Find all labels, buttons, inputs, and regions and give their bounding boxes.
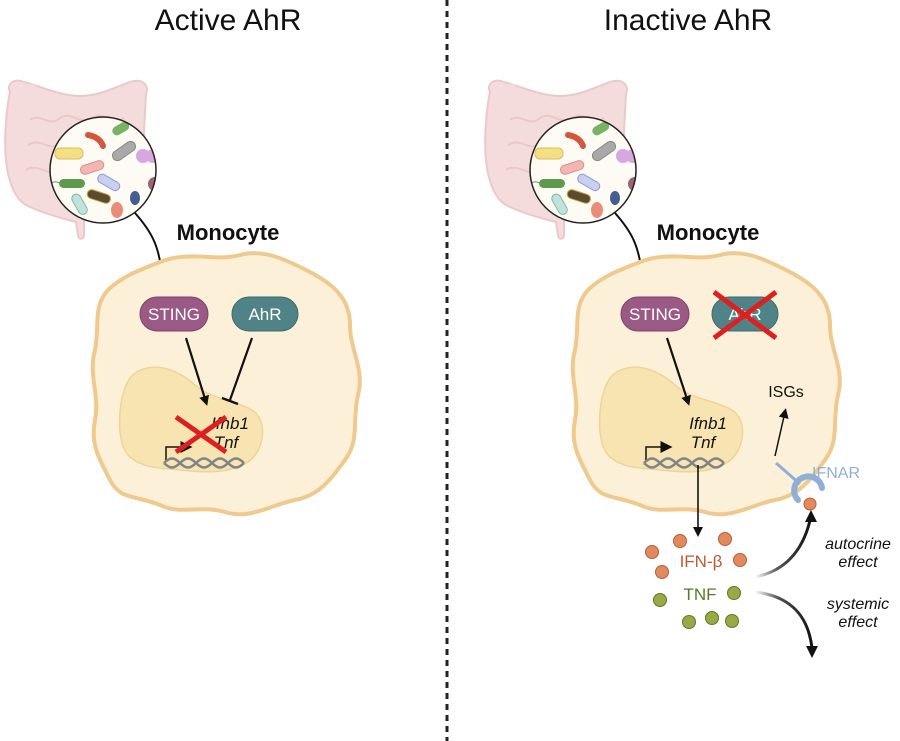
sting-pill: STING	[620, 296, 690, 332]
ifn-beta-molecules	[645, 532, 747, 579]
cell-label: Monocyte	[657, 220, 760, 245]
sting-pill: STING	[139, 296, 209, 332]
ahr-pill: AhR	[231, 296, 299, 332]
panel-inactive-ahr: Inactive AhR Monocyte STING AhR Ifnb1 Tn…	[484, 4, 891, 658]
sting-label: STING	[629, 305, 681, 324]
sting-activation-arrow	[665, 337, 691, 406]
ahr-inhibition-line	[228, 337, 254, 401]
tnf-molecules	[653, 586, 741, 629]
systemic-label: systemic	[827, 596, 889, 613]
autocrine-arrow	[754, 515, 813, 579]
autocrine-effect-label: effect	[838, 554, 878, 571]
cell-label: Monocyte	[177, 220, 280, 245]
promoter-arrow-icon	[645, 441, 673, 462]
panel-title: Active AhR	[155, 4, 302, 37]
panel-active-ahr: Active AhR Monocyte STING AhR Ifnb1 Tnf	[4, 4, 362, 517]
systemic-effect-label: effect	[838, 614, 878, 631]
inhibition-bar	[221, 396, 239, 406]
red-x-icon	[712, 289, 778, 341]
monocyte-cell	[90, 251, 362, 517]
ifnar-receptor	[775, 461, 825, 511]
sting-activation-arrow	[184, 337, 209, 406]
gene-ifnb1: Ifnb1	[689, 414, 727, 433]
autocrine-arrowhead	[805, 510, 817, 522]
isg-induction-arrow	[774, 408, 789, 457]
ifnar-label: IFNAR	[812, 465, 860, 482]
panel-title: Inactive AhR	[604, 4, 772, 37]
systemic-arrow	[754, 590, 814, 649]
bacteria-magnifier-icon	[529, 116, 637, 224]
gene-tnf: Tnf	[691, 433, 718, 452]
red-x-icon	[174, 414, 228, 455]
systemic-arrowhead	[806, 646, 818, 658]
ifn-beta-label: IFN-β	[680, 552, 723, 571]
isgs-label: ISGs	[768, 384, 804, 401]
ahr-label: AhR	[248, 305, 281, 324]
tnf-label: TNF	[683, 585, 716, 604]
sting-label: STING	[148, 305, 200, 324]
bacteria-magnifier-icon	[49, 116, 157, 224]
autocrine-label: autocrine	[825, 536, 891, 553]
